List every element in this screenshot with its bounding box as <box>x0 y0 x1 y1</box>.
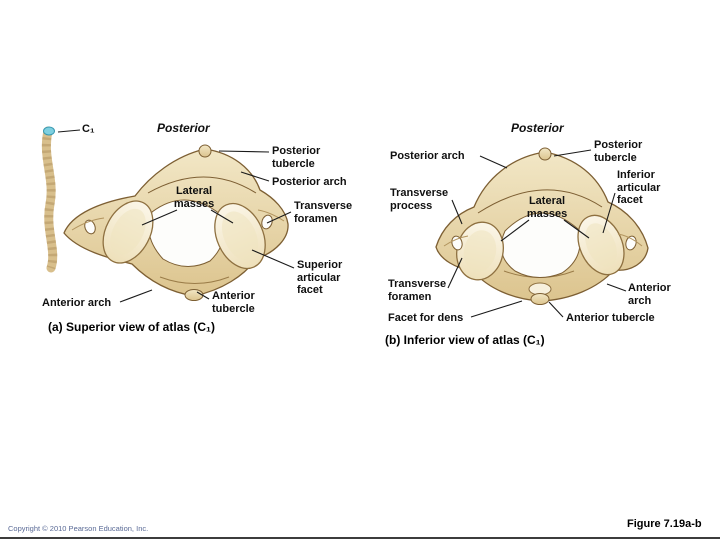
leader-transverse-foramen-b <box>447 257 463 289</box>
vertebral-foramen-a <box>148 199 225 267</box>
posterior-tubercle-knob-a <box>198 144 212 158</box>
left-transverse-foramen-b <box>451 235 463 251</box>
caption-panel-b: (b) Inferior view of atlas (C₁) <box>385 333 545 347</box>
leader-anterior-tubercle-b <box>548 301 564 318</box>
leader-posterior-tubercle-b <box>553 149 592 157</box>
anterior-tubercle-knob-a <box>184 289 204 301</box>
leader-facet-for-dens-b <box>470 300 523 318</box>
label-lateral-masses-b: Lateral masses <box>526 195 568 220</box>
atlas-inferior-view-bone <box>435 147 649 305</box>
leader-anterior-tubercle-a <box>196 291 210 300</box>
anterior-arch-inner-edge-a <box>159 276 230 284</box>
leader-lateral-mass-right-b <box>563 219 590 239</box>
left-wing-crease-b <box>443 235 469 247</box>
leader-lateral-mass-left-b <box>500 219 530 242</box>
leader-c1 <box>57 129 81 133</box>
label-anterior-tubercle-a: Anterior tubercle <box>212 290 255 315</box>
label-anterior-tubercle-b: Anterior tubercle <box>566 312 655 324</box>
orientation-label-b: Posterior <box>511 121 564 135</box>
orientation-label-a: Posterior <box>157 121 210 135</box>
label-transverse-process-b: Transverse process <box>390 187 449 212</box>
label-superior-articular-facet-a: Superior articular facet <box>297 259 343 297</box>
figure-number: Figure 7.19a-b <box>627 518 702 530</box>
label-facet-for-dens-b: Facet for dens <box>388 312 464 324</box>
leader-posterior-tubercle-a <box>218 150 270 153</box>
leader-transverse-foramen-a <box>266 211 292 224</box>
right-facet-shading-a <box>221 211 259 261</box>
copyright-notice: Copyright © 2010 Pearson Education, Inc. <box>8 524 149 533</box>
caption-panel-a: (a) Superior view of atlas (C₁) <box>48 320 215 334</box>
label-transverse-foramen-a: Transverse foramen <box>294 200 353 225</box>
leader-anterior-arch-b <box>606 283 627 292</box>
label-posterior-arch-a: Posterior arch <box>272 176 347 188</box>
spine-locator-illustration <box>41 126 58 273</box>
leader-anterior-arch-a <box>119 289 153 303</box>
leader-lateral-mass-right-a <box>210 209 234 224</box>
left-facet-shading-a <box>110 208 146 256</box>
leader-posterior-arch-a <box>240 171 270 182</box>
c1-label: C₁ <box>82 123 95 135</box>
posterior-arch-inner-edge-b <box>477 189 603 214</box>
c1-highlight-dot <box>43 126 55 136</box>
leader-posterior-arch-b <box>479 155 508 169</box>
label-posterior-tubercle-a: Posterior tubercle <box>272 145 321 170</box>
leader-lines <box>57 129 627 318</box>
leader-lateral-mass-left-a <box>141 209 178 226</box>
leader-superior-articular-facet-a <box>251 249 295 269</box>
leader-inferior-articular-facet-b <box>602 192 616 234</box>
vertebral-foramen-b <box>500 212 581 278</box>
left-transverse-foramen-a <box>84 219 96 235</box>
label-posterior-tubercle-b: Posterior tubercle <box>594 139 643 164</box>
posterior-arch-inner-edge-a <box>147 176 257 194</box>
atlas-superior-view-bone <box>63 144 289 301</box>
bottom-border-rule <box>0 537 720 539</box>
left-wing-crease-a <box>71 217 105 231</box>
right-facet-shading-b <box>585 223 617 267</box>
label-anterior-arch-a: Anterior arch <box>42 297 112 309</box>
leader-transverse-process-b <box>451 199 463 225</box>
right-wing-crease-b <box>617 233 643 247</box>
label-lateral-masses-a: Lateral masses <box>173 185 215 210</box>
right-wing-crease-a <box>257 209 285 222</box>
right-transverse-foramen-a <box>261 214 273 230</box>
label-inferior-articular-facet-b: Inferior articular facet <box>617 169 661 207</box>
posterior-tubercle-knob-b <box>538 147 552 161</box>
anterior-tubercle-knob-b <box>530 293 550 305</box>
spine-vertebrae-segments <box>41 130 58 270</box>
label-anterior-arch-b: Anterior arch <box>628 282 671 307</box>
label-transverse-foramen-b: Transverse foramen <box>388 278 447 303</box>
left-facet-shading-b <box>463 230 497 272</box>
label-posterior-arch-b: Posterior arch <box>390 150 465 162</box>
